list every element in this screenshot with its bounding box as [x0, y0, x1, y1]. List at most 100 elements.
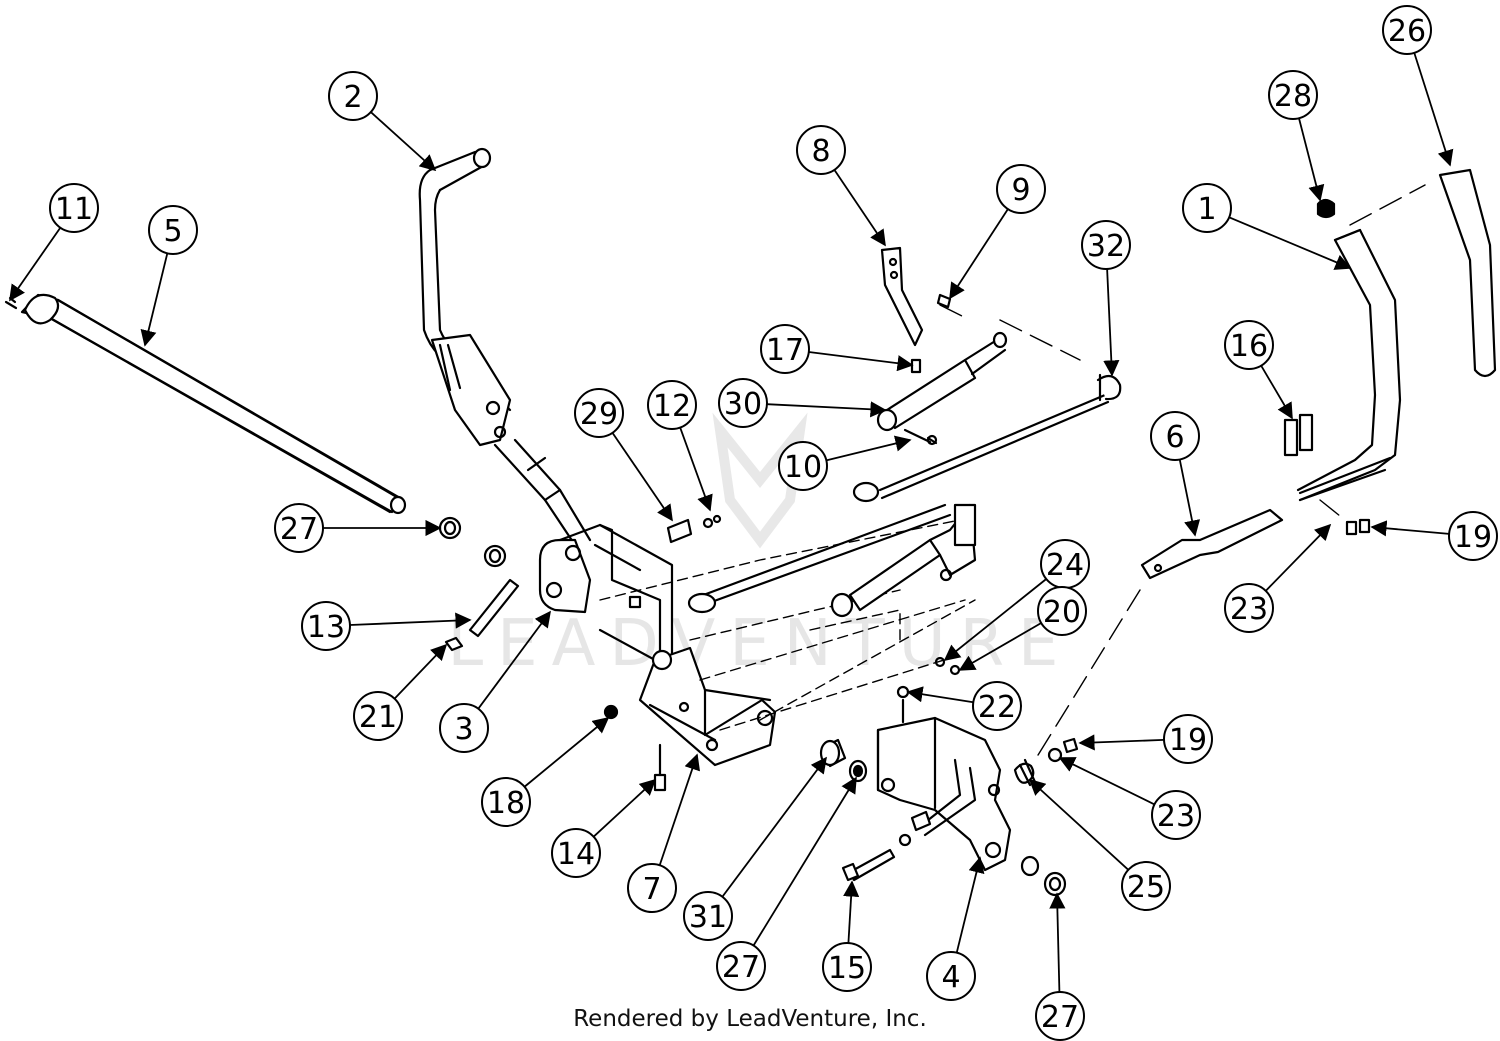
callout-number: 27: [280, 512, 318, 547]
callout-c18: 18: [481, 716, 610, 827]
callout-number: 7: [642, 872, 661, 907]
callout-number: 9: [1011, 173, 1030, 208]
callout-circle: [49, 183, 99, 233]
callout-circle: [148, 205, 198, 255]
callout-leader: [1103, 268, 1120, 377]
part-7-bracket: [638, 646, 777, 767]
callout-leader: [1028, 778, 1129, 871]
callout-circle: [1224, 583, 1274, 633]
callout-circle: [627, 863, 677, 913]
callout-leader: [843, 880, 860, 944]
callout-leader: [1049, 892, 1066, 993]
part-15-bolt: [841, 833, 912, 882]
callout-circle: [481, 777, 531, 827]
callout-number: 26: [1388, 14, 1426, 49]
callout-circle: [1037, 586, 1087, 636]
callout-leader: [1078, 734, 1165, 751]
callout-number: 10: [784, 450, 822, 485]
callout-circle: [647, 380, 697, 430]
callout-circle: [1150, 411, 1200, 461]
callout-c29: 29: [574, 388, 673, 522]
callout-c12: 12: [647, 380, 713, 512]
callout-c14: 14: [551, 778, 657, 878]
callout-circle: [1081, 220, 1131, 270]
part-25-spring: [1013, 758, 1037, 787]
callout-c16: 16: [1224, 320, 1293, 420]
part-4-bracket: [876, 716, 1012, 872]
callout-number: 20: [1043, 595, 1081, 630]
callout-number: 28: [1274, 79, 1312, 114]
callout-leader: [1413, 52, 1454, 167]
callout-c15: 15: [822, 880, 872, 992]
callout-c17: 17: [760, 324, 914, 374]
callout-leader: [958, 622, 1042, 671]
callout-leader: [349, 612, 472, 629]
callout-c10: 10: [778, 435, 912, 491]
callout-leader: [658, 753, 700, 866]
callout-circle: [1151, 790, 1201, 840]
callout-number: 16: [1230, 329, 1268, 364]
callout-leader: [140, 253, 169, 347]
callout-leader: [1058, 757, 1155, 806]
callout-c6: 6: [1150, 411, 1201, 537]
callout-number: 27: [722, 950, 760, 985]
callout-c2: 2: [328, 71, 437, 172]
frame-outline: [599, 519, 976, 731]
part-19-23-nuts-lower: [1047, 737, 1079, 763]
callout-circle: [996, 164, 1046, 214]
callout-number: 3: [454, 712, 473, 747]
callout-leader: [1370, 520, 1450, 537]
callout-leader: [808, 351, 914, 372]
callout-circle: [778, 441, 828, 491]
callout-c5: 5: [140, 205, 198, 347]
callout-number: 23: [1157, 799, 1195, 834]
callout-c13: 13: [301, 601, 472, 651]
callout-number: 17: [766, 333, 804, 368]
callout-c7: 7: [627, 753, 700, 913]
part-1-handle: [1296, 228, 1402, 502]
callout-number: 8: [811, 134, 830, 169]
part-6-arm: [1140, 508, 1284, 580]
callout-circle: [1382, 5, 1432, 55]
callout-c20: 20: [958, 586, 1087, 671]
callout-circle: [683, 891, 733, 941]
callout-circle: [760, 324, 810, 374]
assembly-lines: [939, 184, 1426, 761]
callout-leader: [477, 610, 551, 710]
callout-number: 24: [1046, 548, 1084, 583]
callout-leader: [826, 435, 912, 462]
callout-leader: [943, 578, 1047, 662]
callout-c27b: 27: [716, 776, 857, 991]
watermark-text: LEADVENTURE: [448, 607, 1073, 681]
callout-number: 15: [828, 951, 866, 986]
part-link-rods: [687, 373, 1122, 614]
callout-circle: [574, 388, 624, 438]
callout-leader: [679, 427, 713, 512]
callout-leader: [955, 856, 985, 953]
callout-leader: [611, 432, 673, 522]
callout-leader: [393, 643, 448, 700]
callout-c30: 30: [718, 378, 887, 428]
callout-c21: 21: [353, 643, 448, 741]
callout-circle: [1035, 991, 1085, 1041]
callout-number: 31: [689, 900, 727, 935]
callout-c4: 4: [926, 856, 985, 1001]
callout-leader: [833, 169, 886, 247]
callout-number: 19: [1454, 520, 1492, 555]
callout-circle: [1121, 861, 1171, 911]
callout-c23a: 23: [1224, 523, 1332, 633]
part-small-hardware: [666, 293, 952, 544]
callout-number: 30: [724, 387, 762, 422]
part-5-shaft: [20, 293, 407, 515]
callout-leader: [1298, 118, 1325, 202]
callout-number: 29: [580, 397, 618, 432]
callout-number: 13: [307, 610, 345, 645]
callout-leader: [1260, 365, 1293, 420]
callout-circle: [551, 828, 601, 878]
part-28-cap: [1316, 198, 1336, 219]
callout-circle: [1163, 714, 1213, 764]
callout-circle: [328, 71, 378, 121]
callout-c3: 3: [439, 610, 551, 753]
